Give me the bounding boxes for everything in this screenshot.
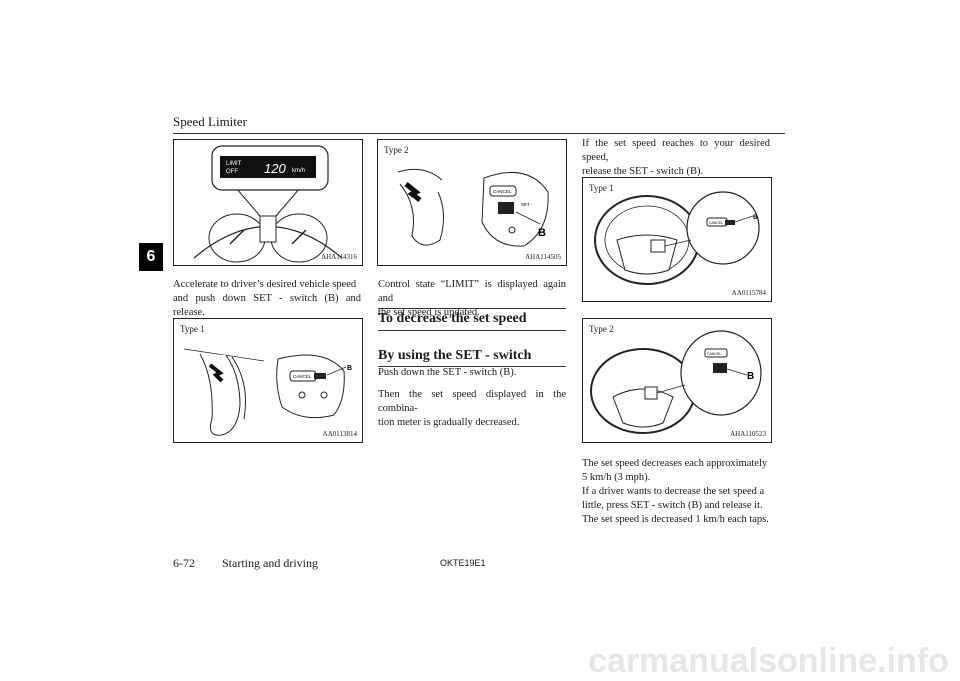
- switch-b-label: B: [347, 365, 352, 372]
- text-line: If a driver wants to decrease the set sp…: [582, 486, 765, 497]
- paragraph-control-state: Control state “LIMIT” is displayed again…: [378, 278, 566, 320]
- meter-off-label: OFF: [226, 169, 238, 175]
- figure-meter-display: LIMIT OFF 120 km/h AHA114316: [173, 139, 363, 266]
- page-number: 6-72: [173, 556, 195, 570]
- steering-wheel-illustration: CANCEL B: [594, 191, 760, 285]
- text-line: tion meter is gradually decreased.: [378, 417, 520, 428]
- meter-limit-label: LIMIT: [226, 161, 242, 167]
- paragraph-decrease-steps: The set speed decreases each approximate…: [582, 457, 770, 527]
- watermark: carmanualsonline.info: [588, 642, 949, 680]
- text-line: Then the set speed displayed in the comb…: [378, 389, 566, 414]
- figure-code: AA0113814: [322, 430, 357, 438]
- switch-b-label: B: [747, 371, 754, 382]
- steering-switch-illustration: CANCEL SET - B: [397, 168, 549, 247]
- figure-code: AHA114505: [525, 253, 561, 261]
- figure-type2-wheel: Type 2 CANCEL B AHA110523: [582, 318, 772, 443]
- heading-set-switch: By using the SET - switch: [378, 348, 566, 367]
- section-name: Starting and driving: [222, 556, 318, 570]
- figure-type-label: Type 1: [180, 324, 205, 334]
- paragraph-accelerate: Accelerate to driver’s desired vehicle s…: [173, 278, 361, 320]
- meter-speed-value: 120: [264, 161, 286, 176]
- heading-top-rule: [378, 308, 566, 309]
- figure-type1-wheel: Type 1 CANCEL B AA0115784: [582, 177, 772, 302]
- header-divider: [173, 133, 785, 134]
- text-line: the set speed is updated.: [378, 307, 480, 318]
- meter-illustration: LIMIT OFF 120 km/h: [193, 145, 343, 263]
- chapter-tab: 6: [139, 243, 163, 271]
- cancel-label: CANCEL: [293, 374, 312, 379]
- cancel-label: CANCEL: [493, 189, 512, 194]
- cancel-label: CANCEL: [709, 221, 723, 225]
- figure-type-label: Type 1: [589, 183, 614, 193]
- figure-type1-set-switch: Type 1 CANCEL B AA0113814: [173, 318, 363, 443]
- text-line: little, press SET - switch (B) and relea…: [582, 500, 763, 511]
- text-line: The set speed decreases each approximate…: [582, 458, 768, 469]
- text-line: 5 km/h (3 mph).: [582, 472, 651, 483]
- figure-code: AHA110523: [730, 430, 766, 438]
- text-line: If the set speed reaches to your desired…: [582, 138, 770, 163]
- text-line: and push down SET - switch (B) and relea…: [173, 293, 361, 318]
- figure-type-label: Type 2: [384, 145, 409, 155]
- figure-type-label: Type 2: [589, 324, 614, 334]
- text-line: Accelerate to driver’s desired vehicle s…: [173, 279, 357, 290]
- switch-b-label: B: [538, 227, 546, 239]
- set-label: SET -: [521, 202, 533, 207]
- figure-code: AA0115784: [731, 289, 766, 297]
- meter-unit: km/h: [292, 168, 305, 174]
- page-header-title: Speed Limiter: [173, 114, 248, 129]
- text-line: The set speed is decreased 1 km/h each t…: [582, 514, 769, 525]
- figure-code: AHA114316: [321, 253, 357, 261]
- figure-type2-set-switch: Type 2 CANCEL SET - B AHA114505: [377, 139, 567, 266]
- document-code: OKTE19E1: [440, 558, 486, 568]
- cancel-label: CANCEL: [707, 352, 721, 356]
- switch-b-label: B: [753, 215, 758, 221]
- paragraph-then: Then the set speed displayed in the comb…: [378, 388, 566, 430]
- steering-wheel-illustration: CANCEL B: [590, 330, 762, 434]
- heading-decrease-speed: To decrease the set speed: [378, 311, 566, 331]
- paragraph-if-set-speed: If the set speed reaches to your desired…: [582, 137, 770, 179]
- text-line: Control state “LIMIT” is displayed again…: [378, 279, 566, 304]
- text-line: release the SET - switch (B).: [582, 166, 704, 177]
- paragraph-push-down: Push down the SET - switch (B).: [378, 367, 517, 378]
- steering-switch-illustration: CANCEL B: [183, 348, 352, 436]
